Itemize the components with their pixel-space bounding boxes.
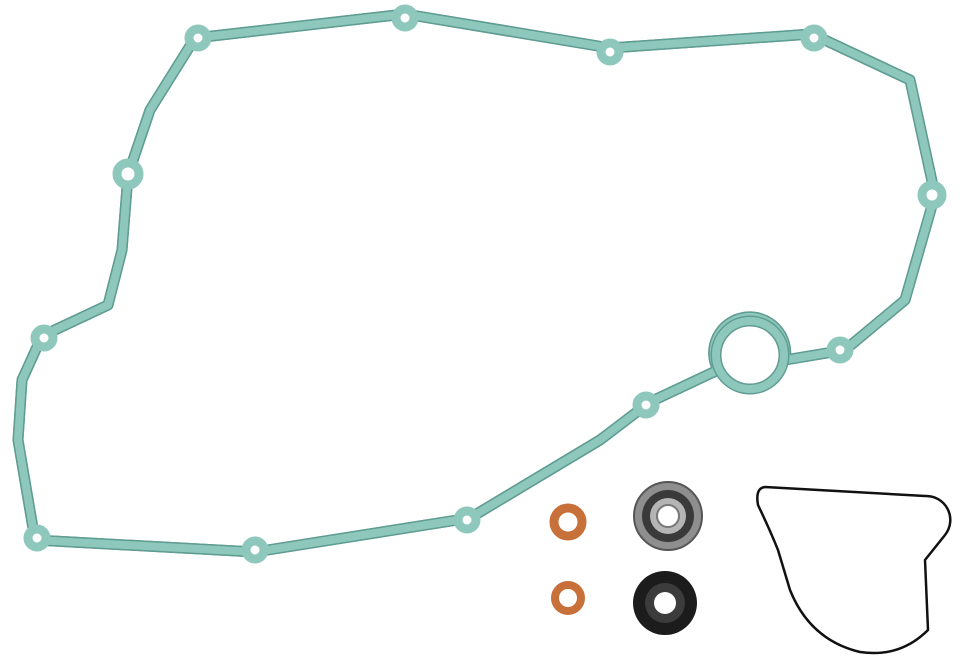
copper-washer [551,581,585,615]
ball-bearing [633,481,703,551]
bolt-hole [453,506,481,534]
pump-cover-o-ring [756,485,952,655]
bolt-hole [596,38,624,66]
oil-seal [633,571,697,635]
bolt-hole [826,336,854,364]
copper-washer [549,503,587,541]
bolt-hole [30,324,58,352]
bolt-hole [112,158,144,190]
bolt-hole [800,24,828,52]
bolt-hole [391,4,419,32]
bolt-hole [23,524,51,552]
bolt-hole [241,536,269,564]
cover-gasket [12,4,947,564]
bolt-hole [184,24,212,52]
bolt-hole [917,180,947,210]
bolt-hole [632,391,660,419]
